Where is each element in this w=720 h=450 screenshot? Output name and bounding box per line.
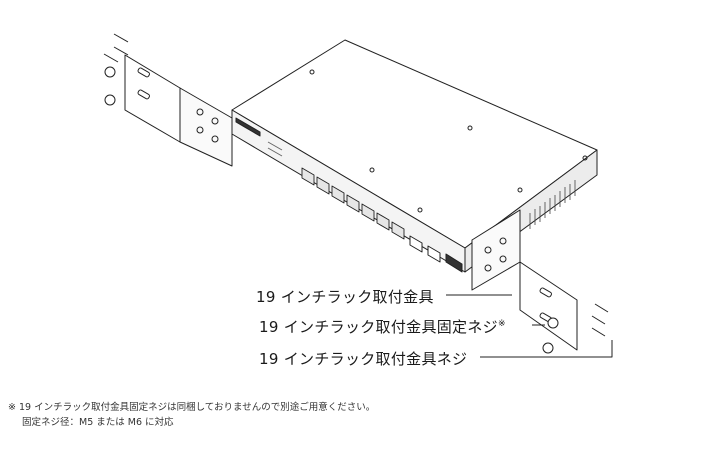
top-screw xyxy=(309,69,315,75)
bracket-screw-callout-text: 19 インチラック取付金具固定ネジ xyxy=(259,318,498,336)
footnote-line-2: 固定ネジ径：M5 または M6 に対応 xyxy=(22,417,174,428)
footnote-line-1: ※ 19 インチラック取付金具固定ネジは同梱しておりませんので別途ご用意ください… xyxy=(8,402,376,413)
top-screw xyxy=(417,207,423,213)
brand-label xyxy=(235,117,261,137)
bracket-screw-callout-mark: ※ xyxy=(497,319,506,329)
top-screw xyxy=(467,125,473,131)
side-vents xyxy=(529,180,576,229)
bracket-ear xyxy=(124,54,181,143)
right-rack-bracket xyxy=(471,209,578,351)
mount-screw-leader xyxy=(480,340,613,358)
top-screw xyxy=(369,167,375,173)
switch-chassis xyxy=(231,39,598,273)
front-panel xyxy=(235,117,463,273)
sfp-port xyxy=(427,245,441,263)
bracket-callout: 19 インチラック取付金具 xyxy=(256,288,434,306)
model-label-plate xyxy=(445,253,463,273)
bracket-flange xyxy=(179,87,233,167)
console-port xyxy=(409,235,423,253)
bracket-ear xyxy=(519,261,578,351)
top-screw xyxy=(517,187,523,193)
left-screws xyxy=(103,33,129,106)
left-rack-bracket xyxy=(124,54,233,167)
callout-leaders xyxy=(446,294,613,358)
top-screw xyxy=(582,155,588,161)
footnote: ※ 19 インチラック取付金具固定ネジは同梱しておりませんので別途ご用意ください… xyxy=(8,400,375,430)
bracket-screw-callout: 19 インチラック取付金具固定ネジ※ xyxy=(259,316,506,337)
mount-screw-callout: 19 インチラック取付金具ネジ xyxy=(259,350,468,368)
ethernet-ports xyxy=(301,167,405,240)
right-screws xyxy=(542,303,609,354)
